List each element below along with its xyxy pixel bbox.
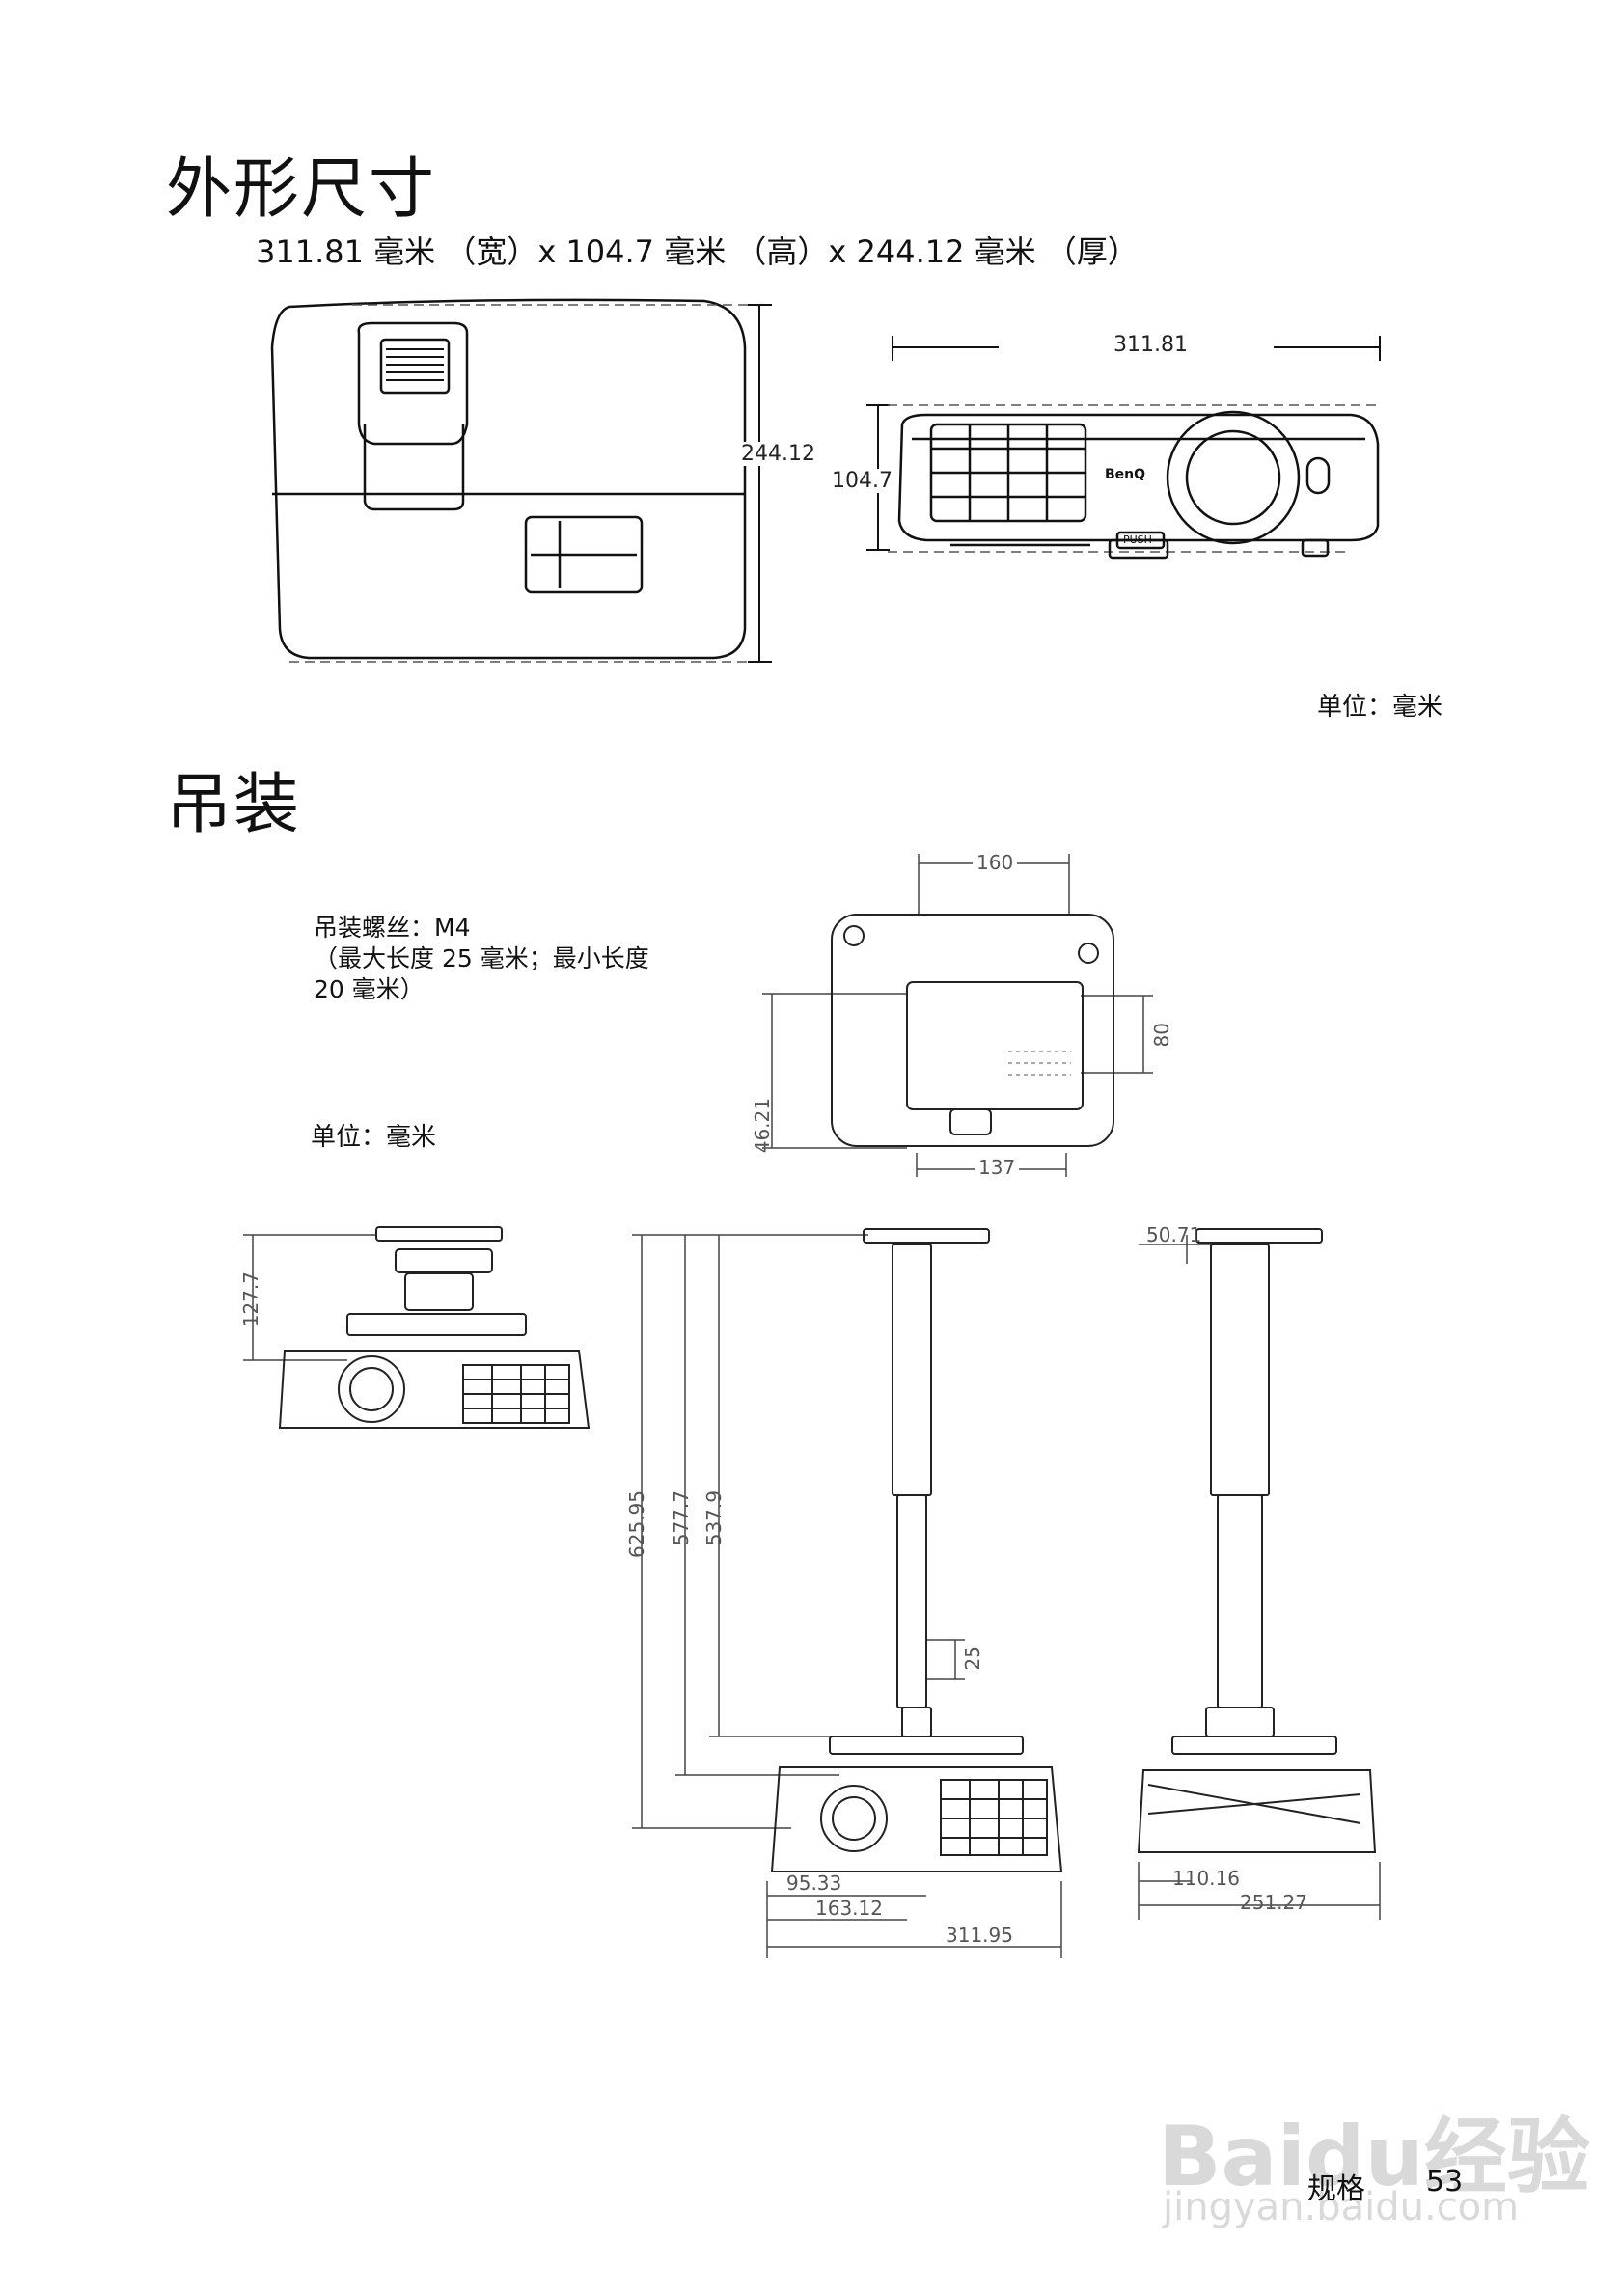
dim-137: 137	[975, 1156, 1020, 1179]
screw-note: 吊装螺丝：M4 （最大长度 25 毫米；最小长度 20 毫米）	[314, 913, 649, 1005]
dim-50-71: 50.71	[1146, 1223, 1202, 1246]
dim-311-95: 311.95	[946, 1924, 1013, 1947]
unit-label-1: 单位：毫米	[1317, 693, 1443, 722]
front-view-height-label: 104.7	[832, 469, 893, 493]
screw-note-line-2: （最大长度 25 毫米；最小长度	[314, 944, 649, 972]
front-view-width-label: 311.81	[1110, 333, 1192, 357]
dim-160: 160	[973, 851, 1018, 874]
section-title-mounting: 吊装	[166, 767, 302, 843]
footer-section-name: 规格	[1307, 2173, 1365, 2206]
dim-95-33: 95.33	[786, 1872, 842, 1895]
page-number: 53	[1426, 2165, 1464, 2199]
section-title-dimensions: 外形尺寸	[166, 151, 437, 228]
dim-163-12: 163.12	[815, 1897, 883, 1920]
brand-logo: BenQ	[1105, 467, 1146, 482]
watermark-url: jingyan.baidu.com	[1163, 2185, 1520, 2229]
watermark-logo: Baidu经验	[1158, 2109, 1590, 2205]
top-view-depth-label: 244.12	[739, 442, 817, 466]
screw-note-line-1: 吊装螺丝：M4	[314, 914, 471, 942]
dimensions-line: 311.81 毫米 （宽）x 104.7 毫米 （高）x 244.12 毫米 （…	[256, 233, 1139, 270]
screw-note-line-3: 20 毫米）	[314, 975, 425, 1003]
push-label: PUSH	[1123, 533, 1152, 546]
dim-110-16: 110.16	[1172, 1867, 1240, 1890]
unit-label-2: 单位：毫米	[311, 1123, 437, 1152]
dim-251-27: 251.27	[1240, 1891, 1307, 1914]
